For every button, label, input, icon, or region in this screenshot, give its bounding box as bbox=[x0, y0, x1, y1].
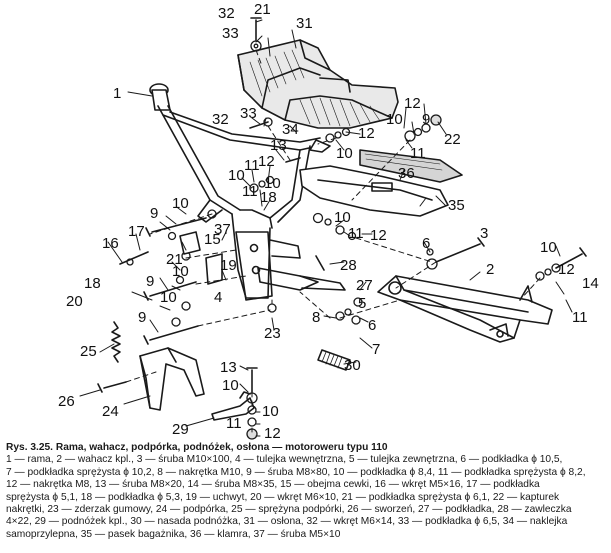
callout-label: 12 bbox=[264, 425, 281, 442]
callout-label: 33 bbox=[240, 105, 257, 122]
callout-label: 10 bbox=[386, 111, 403, 128]
callout-label: 33 bbox=[222, 25, 239, 42]
callout-label: 31 bbox=[296, 15, 313, 32]
stand-part-24 bbox=[139, 347, 205, 411]
callout-label: 12 bbox=[558, 261, 575, 278]
caption-line: 1 — rama, 2 — wahacz kpl., 3 — śruba M10… bbox=[6, 454, 563, 466]
swingarm-part-2 bbox=[377, 275, 553, 343]
callout-label: 18 bbox=[84, 275, 101, 292]
callout-label: 1 bbox=[113, 85, 122, 102]
callout-label: 9 bbox=[422, 111, 431, 128]
callout-label: 37 bbox=[214, 221, 231, 238]
callout-label: 19 bbox=[220, 257, 237, 274]
caption-line: sprężysta ϕ 5,1, 18 — podkładka ϕ 5,3, 1… bbox=[6, 491, 560, 503]
callout-label: 9 bbox=[150, 205, 159, 222]
callout-label: 10 bbox=[172, 195, 189, 212]
bolts bbox=[97, 17, 587, 393]
figure-caption: Rys. 3.25. Rama, wahacz, podpórka, podnó… bbox=[6, 442, 606, 541]
callout-label: 12 bbox=[258, 153, 275, 170]
callout-label: 10 bbox=[160, 289, 177, 306]
callout-label: 29 bbox=[172, 421, 189, 438]
callout-label: 27 bbox=[356, 277, 373, 294]
callout-label: 9 bbox=[146, 273, 155, 290]
callout-label: 12 bbox=[370, 227, 387, 244]
callout-label: 13 bbox=[270, 137, 287, 154]
caption-line: samoprzylepna, 35 — pasek bagażnika, 36 … bbox=[6, 528, 341, 540]
washers-and-nuts bbox=[126, 40, 561, 440]
frame-part-1 bbox=[149, 83, 346, 301]
callout-label: 24 bbox=[102, 403, 119, 420]
callout-label: 10 bbox=[222, 377, 239, 394]
callout-label: 30 bbox=[344, 357, 361, 374]
callout-label: 32 bbox=[212, 111, 229, 128]
callout-label: 11 bbox=[244, 157, 260, 174]
callout-label: 18 bbox=[260, 189, 277, 206]
callout-label: 14 bbox=[582, 275, 599, 292]
callout-label: 11 bbox=[572, 309, 588, 326]
callout-label: 20 bbox=[66, 293, 83, 310]
callout-label: 21 bbox=[166, 251, 183, 268]
callout-label: 8 bbox=[312, 309, 321, 326]
leader-lines bbox=[79, 19, 573, 437]
callout-label: 11 bbox=[348, 225, 364, 242]
callout-label: 11 bbox=[226, 415, 242, 432]
callout-label: 12 bbox=[404, 95, 421, 112]
cover-part-31 bbox=[237, 39, 399, 129]
callout-label: 15 bbox=[204, 231, 221, 248]
callout-label: 2 bbox=[486, 261, 495, 278]
callout-label: 6 bbox=[368, 317, 377, 334]
callout-label: 32 bbox=[218, 5, 235, 22]
callout-label: 26 bbox=[58, 393, 75, 410]
callout-label: 5 bbox=[358, 295, 367, 312]
callout-label: 21 bbox=[254, 1, 271, 18]
caption-line: 12 — nakrętka M8, 13 — śruba M8×20, 14 —… bbox=[6, 479, 540, 491]
callout-label: 34 bbox=[282, 121, 299, 138]
callout-label: 7 bbox=[372, 341, 381, 358]
callout-label: 36 bbox=[398, 165, 415, 182]
luggage-strap-part-35-36 bbox=[299, 149, 463, 217]
callout-label: 10 bbox=[540, 239, 557, 256]
callout-label: 11 bbox=[242, 183, 258, 200]
callout-label: 25 bbox=[80, 343, 97, 360]
exploded-parts-diagram bbox=[79, 17, 587, 440]
caption-line: 4×22, 29 — podnóżek kpl., 30 — nasada po… bbox=[6, 516, 568, 528]
callout-label: 3 bbox=[480, 225, 489, 242]
callout-label: 10 bbox=[264, 175, 281, 192]
callout-label: 6 bbox=[422, 235, 431, 252]
assembly-dashed-lines bbox=[125, 49, 541, 433]
footrest-part-29 bbox=[211, 391, 255, 421]
callout-label: 28 bbox=[340, 257, 357, 274]
callout-label: 10 bbox=[334, 209, 351, 226]
callout-label: 12 bbox=[358, 125, 375, 142]
callout-label: 17 bbox=[128, 223, 145, 240]
callout-label: 23 bbox=[264, 325, 281, 342]
callout-label: 10 bbox=[172, 263, 189, 280]
callout-label: 4 bbox=[214, 289, 223, 306]
callout-label: 13 bbox=[220, 359, 237, 376]
callout-label: 35 bbox=[448, 197, 465, 214]
footrest-rubber-part-30 bbox=[317, 349, 351, 371]
callout-label: 11 bbox=[410, 145, 426, 162]
callout-label: 10 bbox=[262, 403, 279, 420]
callout-label: 9 bbox=[138, 309, 147, 326]
caption-line: nakrętki, 23 — zderzak gumowy, 24 — podp… bbox=[6, 504, 572, 516]
spring-part-25 bbox=[111, 321, 121, 363]
callout-label: 10 bbox=[336, 145, 353, 162]
caption-title: Rys. 3.25. Rama, wahacz, podpórka, podnó… bbox=[6, 442, 388, 453]
callout-label: 22 bbox=[444, 131, 461, 148]
callout-label: 16 bbox=[102, 235, 119, 252]
callout-label: 10 bbox=[228, 167, 245, 184]
caption-line: 7 — podkładka sprężysta ϕ 10,2, 8 — nakr… bbox=[6, 466, 586, 478]
